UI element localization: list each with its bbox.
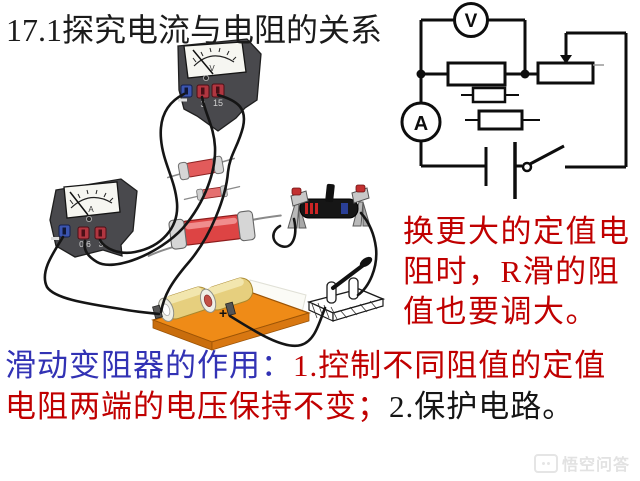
page-title: 17.1探究电流与电阻的关系 — [6, 12, 383, 48]
right-note-line: 换更大的定值电 — [403, 214, 631, 249]
battery-holder-photo: + — [151, 277, 311, 351]
ammeter-dial-label: A — [88, 205, 94, 214]
right-note-line: 值也要调大。 — [403, 294, 598, 329]
bottom-note: 滑动变阻器的作用：1.控制不同阻值的定值 电阻两端的电压保持不变；2.保护电路。 — [5, 345, 606, 427]
battery-plus-mark: + — [219, 305, 227, 321]
ammeter-photo: A 0.6 3 — [49, 178, 138, 258]
spare-resistor-symbols — [461, 86, 540, 131]
battery-cell — [199, 277, 254, 313]
bottom-note-red-part1: 1.控制不同阻值的定值 — [293, 348, 607, 383]
connection-wires — [43, 92, 378, 348]
voltmeter-dial-label: V — [209, 64, 215, 73]
right-note: 换更大的定值电 阻时，R滑的阻 值也要调大。 — [403, 212, 631, 332]
battery-cell — [157, 286, 212, 322]
circuit-diagram: V A — [400, 2, 628, 199]
watermark-text: 悟空问答 — [561, 457, 630, 474]
switch-symbol — [521, 144, 565, 173]
voltmeter-terminal-label: 15 — [213, 98, 223, 108]
voltmeter-terminal-label: 3 — [200, 99, 205, 109]
bottom-note-red-part2: 电阻两端的电压保持不变； — [5, 389, 389, 424]
voltmeter-photo: V 3 15 — [177, 38, 262, 132]
resistor-symbol — [416, 61, 530, 87]
voltmeter-symbol: V — [453, 2, 489, 38]
switch-photo — [306, 256, 386, 322]
ammeter-symbol: A — [400, 101, 442, 143]
rheostat-symbol — [536, 55, 604, 85]
right-note-line: 阻时，R滑的阻 — [403, 254, 621, 289]
bottom-note-black-part: 2.保护电路。 — [389, 389, 575, 424]
svg-text:A: A — [414, 113, 428, 135]
rheostat-photo — [287, 183, 371, 229]
battery-symbol — [484, 142, 517, 199]
bottom-note-line1: 滑动变阻器的作用：1.控制不同阻值的定值 — [5, 345, 606, 386]
resistor-photos — [147, 155, 282, 257]
watermark-logo-icon — [533, 453, 558, 473]
bottom-note-blue-part: 滑动变阻器的作用： — [5, 348, 293, 383]
ammeter-terminal-label: 0.6 — [79, 239, 91, 249]
watermark: 悟空问答 — [533, 451, 630, 475]
ammeter-terminal-label: 3 — [99, 239, 104, 249]
svg-text:V: V — [465, 11, 478, 32]
bottom-note-line2: 电阻两端的电压保持不变；2.保护电路。 — [5, 386, 606, 427]
